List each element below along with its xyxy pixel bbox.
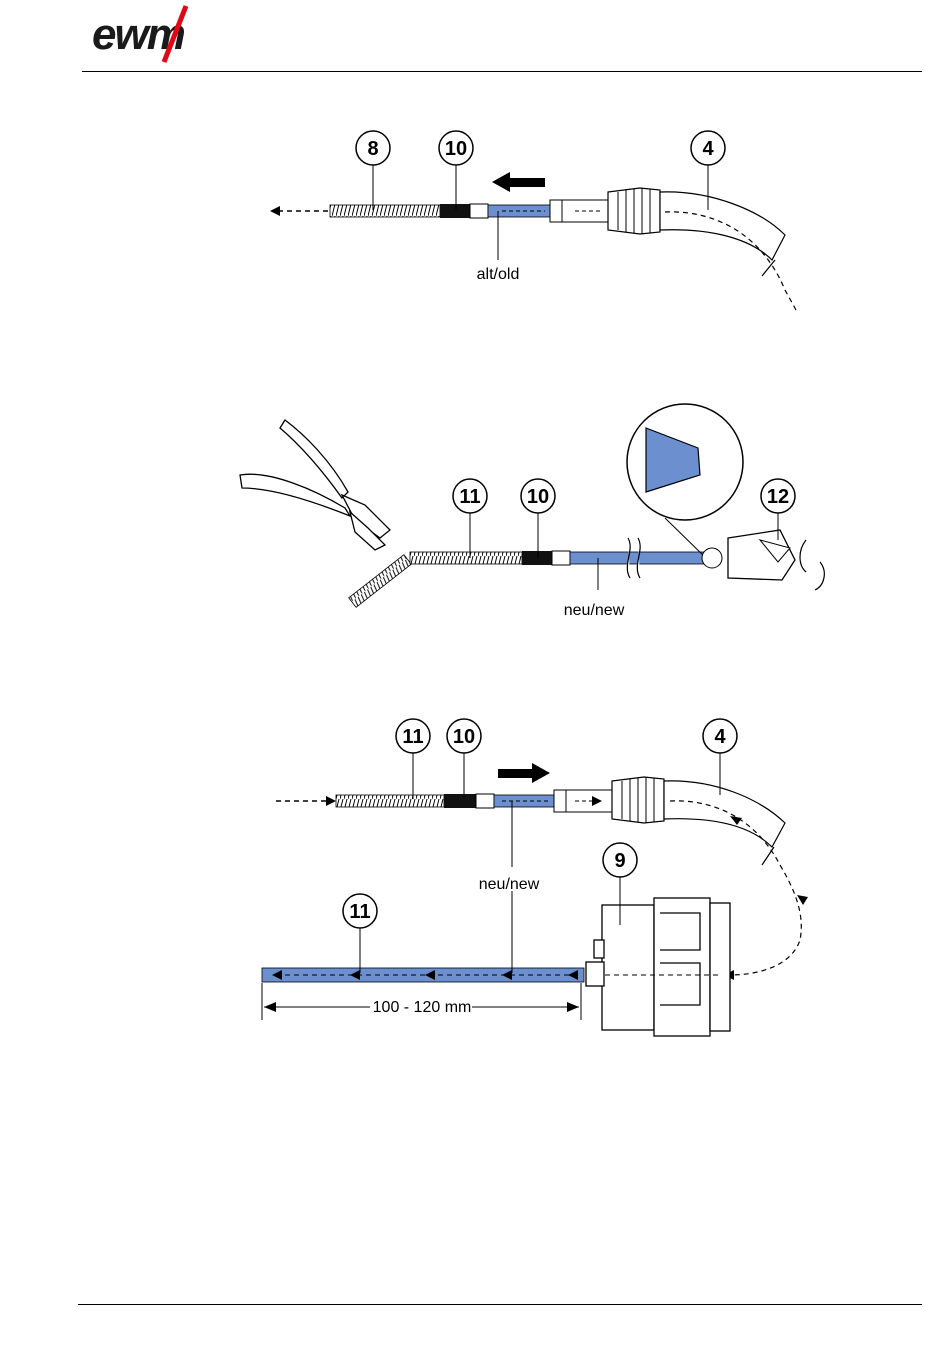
- ewm-logo: ewm: [92, 4, 222, 64]
- svg-text:9: 9: [614, 850, 625, 872]
- wire-feed-unit: [586, 898, 730, 1036]
- svg-text:10: 10: [527, 486, 549, 508]
- svg-text:11: 11: [459, 486, 480, 508]
- callout-8: 8: [356, 131, 390, 210]
- callout-11-bottom: 11: [343, 894, 377, 973]
- torch-swan-neck: [660, 192, 785, 260]
- collet-black: [440, 204, 470, 218]
- svg-text:4: 4: [714, 726, 726, 748]
- svg-text:10: 10: [453, 726, 475, 748]
- callout-12: 12: [761, 479, 795, 540]
- collet-black: [444, 794, 476, 808]
- header-rule: [82, 71, 922, 72]
- direction-arrow-right: [498, 763, 550, 783]
- callout-11: 11: [453, 479, 487, 558]
- svg-text:8: 8: [367, 138, 378, 160]
- label-old: alt/old: [477, 266, 520, 283]
- figure-insert-new-liner: 100 - 120 mm 11 10 4 9 11 neu/new: [240, 715, 830, 1040]
- figure-cut-new-liner: 11 10 12 neu/new: [230, 400, 840, 630]
- spiral-liner: [336, 795, 444, 807]
- callout-10: 10: [521, 479, 555, 558]
- spiral-liner: [330, 205, 440, 217]
- spiral-liner: [410, 552, 522, 564]
- figure-remove-old-liner: 8 10 4 alt/old: [240, 120, 820, 320]
- collet-white: [470, 204, 488, 218]
- svg-text:4: 4: [702, 138, 714, 160]
- svg-text:10: 10: [445, 138, 467, 160]
- torch-swan-neck: [664, 781, 785, 847]
- label-new: neu/new: [479, 876, 540, 893]
- svg-text:12: 12: [767, 486, 789, 508]
- dimension-label: 100 - 120 mm: [373, 999, 472, 1016]
- collet-white: [552, 551, 570, 565]
- side-cutter-pliers: [240, 420, 390, 550]
- svg-text:11: 11: [349, 901, 370, 923]
- wire-path-arrow-left: [270, 206, 280, 216]
- callout-10: 10: [439, 131, 473, 210]
- direction-arrow-left: [492, 172, 545, 192]
- blue-liner: [570, 552, 710, 564]
- liner-sharpener: [728, 530, 795, 580]
- collet-white: [476, 794, 494, 808]
- footer-rule: [78, 1304, 922, 1305]
- callout-11-top: 11: [396, 719, 430, 799]
- label-new: neu/new: [564, 602, 625, 619]
- svg-text:11: 11: [402, 726, 423, 748]
- callout-10: 10: [447, 719, 481, 799]
- cut-spiral-piece: [349, 555, 412, 608]
- logo-text: ewm: [92, 10, 185, 59]
- callout-4: 4: [703, 719, 737, 795]
- collet-black: [522, 551, 552, 565]
